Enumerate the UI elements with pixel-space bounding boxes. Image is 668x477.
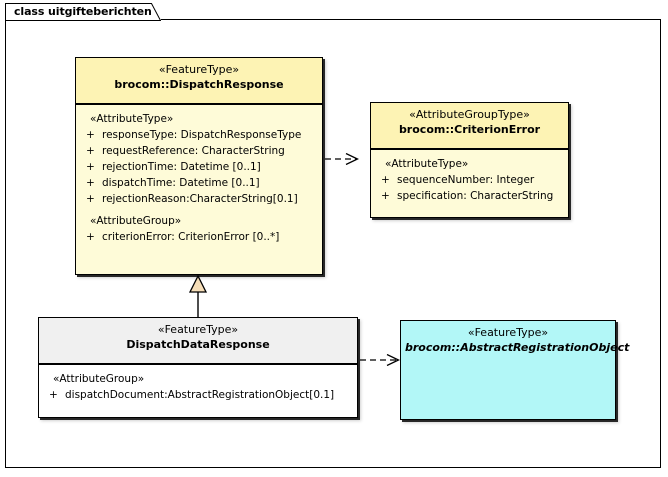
- class-name: brocom::DispatchResponse: [114, 78, 284, 91]
- attribute-visibility: +: [86, 145, 95, 157]
- class-body-abstract-registration-object: [401, 368, 615, 380]
- attribute-visibility: +: [86, 161, 95, 173]
- attribute-visibility: +: [86, 193, 95, 205]
- class-stereotype: «FeatureType»: [157, 323, 239, 336]
- attribute-text: rejectionReason:CharacterString[0.1]: [102, 193, 298, 205]
- attribute-visibility: +: [86, 231, 95, 243]
- attribute-row[interactable]: + rejectionTime: Datetime [0..1]: [80, 159, 318, 175]
- attribute-row[interactable]: + criterionError: CriterionError [0..*]: [80, 229, 318, 245]
- attribute-row[interactable]: + rejectionReason:CharacterString[0.1]: [80, 191, 318, 207]
- attribute-text: responseType: DispatchResponseType: [102, 129, 302, 141]
- class-box-dispatch-data-response[interactable]: «FeatureType» DispatchDataResponse «Attr…: [38, 317, 358, 418]
- attribute-text: rejectionTime: Datetime [0..1]: [102, 161, 261, 173]
- attribute-row[interactable]: + sequenceNumber: Integer: [375, 172, 564, 188]
- class-stereotype: «FeatureType»: [158, 63, 240, 76]
- class-box-abstract-registration-object[interactable]: «FeatureType» brocom::AbstractRegistrati…: [400, 320, 630, 420]
- attribute-group-label: «AttributeType»: [90, 113, 174, 125]
- attribute-text: specification: CharacterString: [397, 190, 554, 202]
- attribute-text: requestReference: CharacterString: [102, 145, 285, 157]
- class-box-criterion-error[interactable]: «AttributeGroupType» brocom::CriterionEr…: [370, 102, 569, 218]
- attribute-text: sequenceNumber: Integer: [397, 174, 535, 186]
- class-name: brocom::CriterionError: [398, 123, 541, 136]
- class-body-dispatch-data-response: «AttributeGroup» + dispatchDocument:Abst…: [39, 365, 357, 409]
- class-header-dispatch-response: «FeatureType» brocom::DispatchResponse: [76, 58, 322, 105]
- class-body-dispatch-response: «AttributeType» + responseType: Dispatch…: [76, 105, 322, 251]
- attribute-group-label: «AttributeGroup»: [90, 215, 182, 227]
- class-stereotype: «FeatureType»: [467, 326, 549, 339]
- attribute-row[interactable]: + dispatchDocument:AbstractRegistrationO…: [43, 387, 353, 403]
- title-tab-shape: [5, 3, 161, 21]
- class-name: DispatchDataResponse: [126, 338, 270, 351]
- class-body-criterion-error: «AttributeType» + sequenceNumber: Intege…: [371, 150, 568, 210]
- attribute-visibility: +: [381, 190, 390, 202]
- diagram-title-tab[interactable]: class uitgifteberichten: [5, 3, 161, 21]
- attribute-text: dispatchTime: Datetime [0..1]: [102, 177, 260, 189]
- class-stereotype: «AttributeGroupType»: [409, 108, 530, 121]
- attribute-group-label: «AttributeType»: [385, 158, 469, 170]
- class-name: brocom::AbstractRegistrationObject: [405, 341, 630, 354]
- attribute-text: dispatchDocument:AbstractRegistrationObj…: [65, 389, 335, 401]
- attribute-row[interactable]: + requestReference: CharacterString: [80, 143, 318, 159]
- attribute-text: criterionError: CriterionError [0..*]: [102, 231, 280, 243]
- attribute-visibility: +: [49, 389, 58, 401]
- class-box-dispatch-response[interactable]: «FeatureType» brocom::DispatchResponse «…: [75, 57, 323, 275]
- class-header-abstract-registration-object: «FeatureType» brocom::AbstractRegistrati…: [401, 321, 630, 368]
- attribute-visibility: +: [86, 129, 95, 141]
- attribute-row[interactable]: + responseType: DispatchResponseType: [80, 127, 318, 143]
- diagram-title: class uitgifteberichten: [14, 5, 152, 18]
- attribute-row[interactable]: + dispatchTime: Datetime [0..1]: [80, 175, 318, 191]
- attribute-group-label: «AttributeGroup»: [53, 373, 145, 385]
- class-header-dispatch-data-response: «FeatureType» DispatchDataResponse: [39, 318, 357, 365]
- attribute-visibility: +: [86, 177, 95, 189]
- attribute-visibility: +: [381, 174, 390, 186]
- class-header-criterion-error: «AttributeGroupType» brocom::CriterionEr…: [371, 103, 568, 150]
- attribute-row[interactable]: + specification: CharacterString: [375, 188, 564, 204]
